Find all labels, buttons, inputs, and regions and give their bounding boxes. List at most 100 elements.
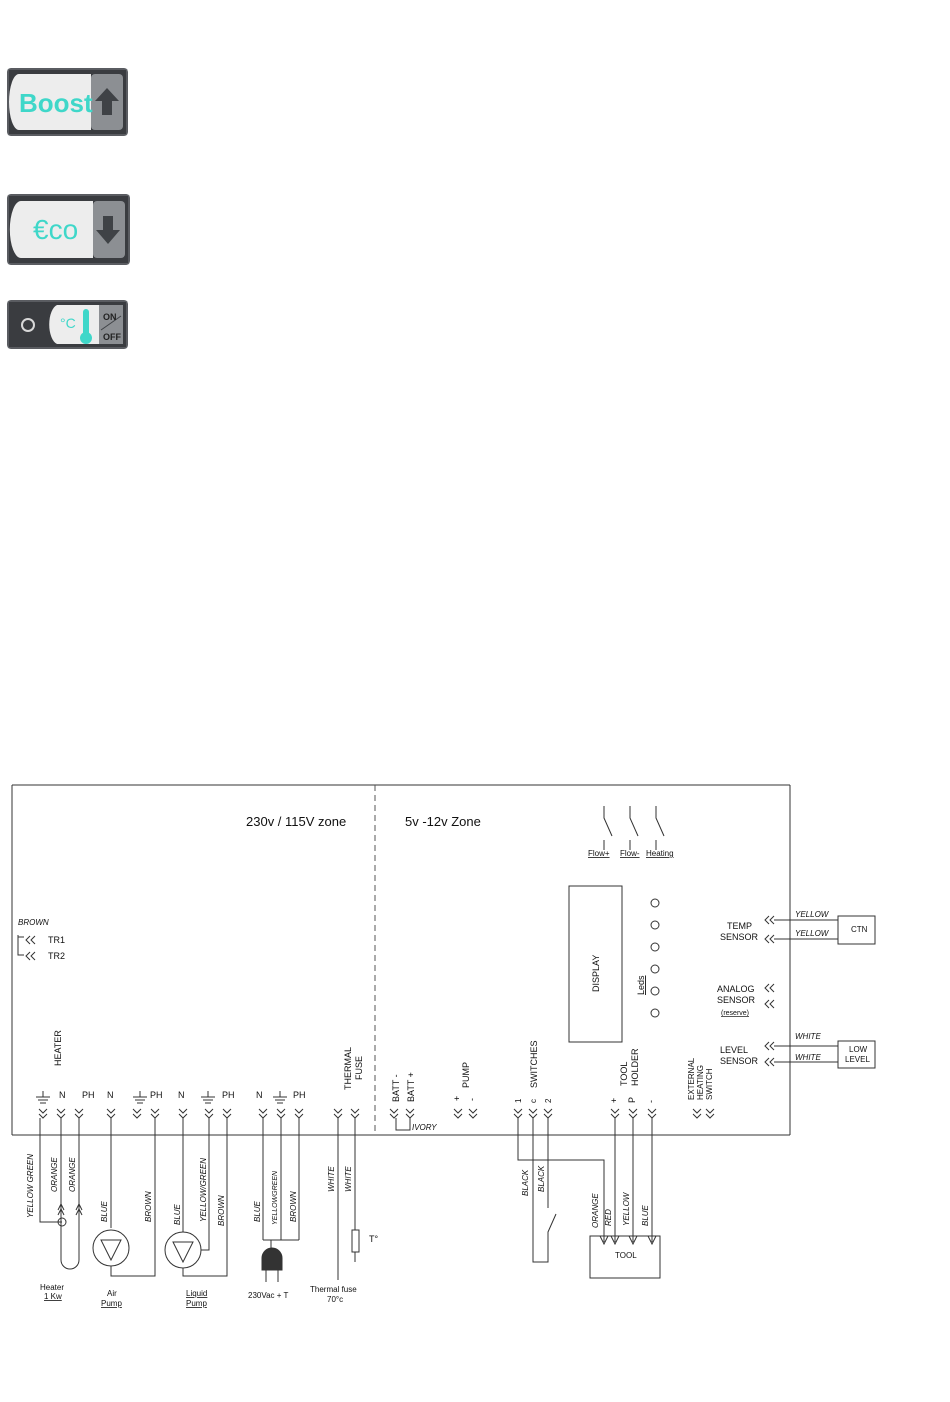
boost-label: Boost bbox=[19, 88, 93, 118]
fuse-label-2: 70°c bbox=[327, 1295, 343, 1304]
pump-header: PUMP bbox=[461, 1062, 471, 1088]
air-pump-label-1: Air bbox=[107, 1289, 117, 1298]
flow-plus-label: Flow+ bbox=[588, 849, 610, 858]
wire-blue-2: BLUE bbox=[173, 1203, 182, 1225]
ivory-label: IVORY bbox=[412, 1123, 437, 1132]
term-n-2: N bbox=[107, 1090, 114, 1100]
wire-white-2: WHITE bbox=[795, 1053, 821, 1062]
temperature-power-button[interactable]: °C ON OFF bbox=[7, 300, 128, 349]
switch-pin-c: c bbox=[529, 1099, 538, 1103]
fuse-label-1: Thermal fuse bbox=[310, 1285, 357, 1294]
wire-blue-4: BLUE bbox=[641, 1204, 650, 1226]
wire-yellow-green-2: YELLOW/GREEN bbox=[199, 1158, 208, 1222]
brown-wire-label: BROWN bbox=[18, 918, 49, 927]
wire-yellow-3: YELLOW bbox=[622, 1191, 631, 1226]
celsius-label: °C bbox=[60, 315, 76, 331]
thermal-fuse-header-1: THERMAL bbox=[343, 1047, 353, 1090]
heater-label-2: 1 Kw bbox=[44, 1292, 62, 1301]
wire-white-1: WHITE bbox=[795, 1032, 821, 1041]
display-label: DISPLAY bbox=[591, 955, 601, 992]
tool-holder-header-2: HOLDER bbox=[630, 1048, 640, 1086]
wire-yellow-2: YELLOW bbox=[795, 929, 830, 938]
wire-brown-2: BROWN bbox=[217, 1195, 226, 1226]
term-n-4: N bbox=[256, 1090, 263, 1100]
flow-switches bbox=[603, 806, 665, 850]
wire-brown-1: BROWN bbox=[144, 1191, 153, 1222]
term-ph-3: PH bbox=[222, 1090, 235, 1100]
wire-yellowgreen: YELLOWGREEN bbox=[272, 1170, 279, 1225]
wire-black-1: BLACK bbox=[521, 1169, 530, 1196]
tool-label: TOOL bbox=[615, 1251, 637, 1260]
analog-sensor-label-3: (reserve) bbox=[721, 1010, 749, 1017]
tr1-label: TR1 bbox=[48, 935, 65, 945]
low-voltage-zone-label: 5v -12v Zone bbox=[405, 814, 481, 829]
boost-button[interactable]: Boost bbox=[7, 68, 128, 136]
fuse-symbol-label: T° bbox=[369, 1234, 378, 1244]
switch-pin-1: 1 bbox=[514, 1098, 523, 1103]
pump-minus-label: - bbox=[467, 1098, 477, 1101]
ctn-label: CTN bbox=[851, 925, 868, 934]
display-box bbox=[568, 885, 623, 1043]
batt-plus-label: BATT + bbox=[406, 1072, 416, 1102]
level-sensor-label-1: LEVEL bbox=[720, 1045, 748, 1055]
term-ph-1: PH bbox=[82, 1090, 95, 1100]
wire-orange-3: ORANGE bbox=[591, 1193, 600, 1228]
air-pump-label-2: Pump bbox=[101, 1299, 122, 1308]
wire-white-3: WHITE bbox=[327, 1166, 336, 1192]
heating-label: Heating bbox=[646, 849, 674, 858]
term-ph-4: PH bbox=[293, 1090, 306, 1100]
heater-header: HEATER bbox=[53, 1030, 63, 1066]
tool-pin-p: P bbox=[627, 1097, 637, 1103]
leds-label: Leds bbox=[636, 975, 646, 995]
batt-minus-label: BATT - bbox=[391, 1074, 401, 1102]
arrow-up-icon bbox=[95, 88, 119, 115]
wire-blue-3: BLUE bbox=[253, 1200, 262, 1222]
wire-white-4: WHITE bbox=[344, 1166, 353, 1192]
wire-yellow-green: YELLOW GREEN bbox=[26, 1154, 35, 1218]
liquid-pump-label-1: Liquid bbox=[186, 1289, 207, 1298]
low-level-label-1: LOW bbox=[849, 1045, 868, 1054]
wire-brown-3: BROWN bbox=[289, 1191, 298, 1222]
eco-label: €co bbox=[33, 214, 78, 245]
led-indicators bbox=[650, 898, 660, 1018]
arrow-down-icon bbox=[96, 216, 120, 244]
power-indicator-icon bbox=[21, 318, 35, 332]
on-label: ON bbox=[103, 312, 117, 322]
external-heating-3: SWITCH bbox=[705, 1068, 714, 1100]
wire-red: RED bbox=[604, 1209, 613, 1226]
temp-sensor-label-2: SENSOR bbox=[720, 932, 759, 942]
thermal-fuse-header-2: FUSE bbox=[354, 1056, 364, 1080]
analog-sensor-label-2: SENSOR bbox=[717, 995, 756, 1005]
wire-orange-2: ORANGE bbox=[68, 1157, 77, 1192]
term-n-3: N bbox=[178, 1090, 185, 1100]
switch-pin-2: 2 bbox=[544, 1098, 553, 1103]
external-heating-2: HEATING bbox=[696, 1065, 705, 1100]
term-ph-2: PH bbox=[150, 1090, 163, 1100]
tool-holder-header-1: TOOL bbox=[619, 1062, 629, 1086]
off-label: OFF bbox=[103, 332, 121, 342]
plug-label: 230Vac + T bbox=[248, 1291, 289, 1300]
liquid-pump-label-2: Pump bbox=[186, 1299, 207, 1308]
term-n-1: N bbox=[59, 1090, 66, 1100]
board-outline bbox=[11, 784, 791, 1136]
analog-sensor-label-1: ANALOG bbox=[717, 984, 755, 994]
tool-pin-plus: + bbox=[609, 1098, 619, 1103]
level-sensor-label-2: SENSOR bbox=[720, 1056, 759, 1066]
wire-yellow-1: YELLOW bbox=[795, 910, 830, 919]
terminal-connectors bbox=[38, 1108, 715, 1119]
low-level-box bbox=[837, 1040, 876, 1069]
wire-orange-1: ORANGE bbox=[50, 1157, 59, 1192]
temp-sensor-label-1: TEMP bbox=[727, 921, 752, 931]
flow-minus-label: Flow- bbox=[620, 849, 640, 858]
eco-button[interactable]: €co bbox=[7, 194, 130, 265]
wire-blue-1: BLUE bbox=[100, 1200, 109, 1222]
low-level-label-2: LEVEL bbox=[845, 1055, 870, 1064]
ctn-box bbox=[837, 915, 876, 945]
thermometer-icon bbox=[80, 309, 92, 344]
high-voltage-zone-label: 230v / 115V zone bbox=[246, 814, 346, 829]
external-wiring bbox=[39, 1118, 661, 1282]
wire-black-2: BLACK bbox=[537, 1165, 546, 1192]
external-heating-1: EXTERNAL bbox=[687, 1057, 696, 1100]
tool-pin-minus: - bbox=[646, 1100, 656, 1103]
